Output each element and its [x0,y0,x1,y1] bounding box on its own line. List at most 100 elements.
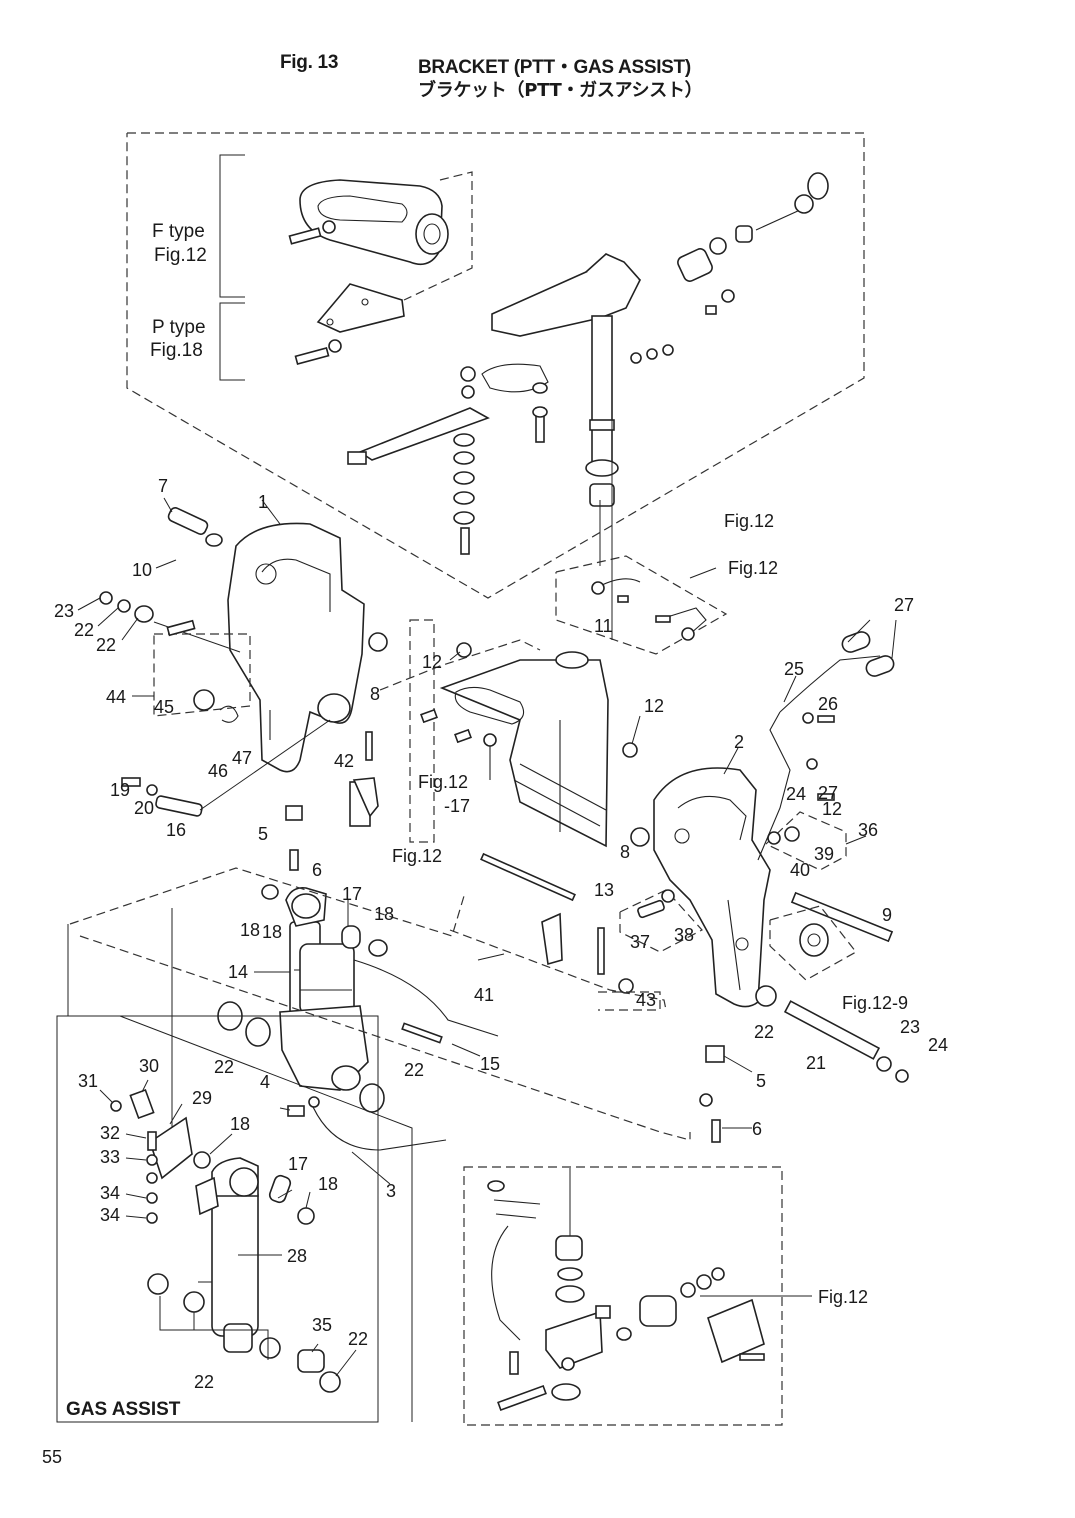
part-label: 35 [312,1315,332,1335]
part-label: 18 [262,922,282,942]
part-label: 12 [822,799,842,819]
part-label: 39 [814,844,834,864]
part-label: 17 [288,1154,308,1174]
stopper-5-right [705,1045,725,1063]
part-label: 22 [404,1060,424,1080]
grease-nipple-7 [167,507,223,547]
part-label: 4 [260,1072,270,1092]
part-label: 30 [139,1056,159,1076]
part-label: 46 [208,761,228,781]
part-label: 15 [480,1054,500,1074]
lower-shaft-21 [755,985,909,1083]
gas-assist-label: GAS ASSIST [66,1399,181,1420]
ref-fig12-mid: Fig.12 [392,846,442,866]
ground-cable-17 [483,733,497,780]
part-label: 22 [214,1057,234,1077]
part-label: 25 [784,659,804,679]
part-label: 47 [232,748,252,768]
part-label: 36 [858,820,878,840]
part-label: 5 [258,824,268,844]
part-label: 18 [240,920,260,940]
clamp-bracket-left [227,522,365,773]
part-label: 26 [818,694,838,714]
part-label: 22 [74,620,94,640]
leader-lines [77,332,897,1377]
part-label: 17 [342,884,362,904]
part-number-labels: 1 2 3 4 5 5 6 6 7 8 8 9 10 11 12 12 12 1… [54,476,948,1392]
part-label: 8 [370,684,380,704]
washer-stack-left [99,591,241,653]
part-label: 22 [96,635,116,655]
gas-cylinder-29 [195,1157,259,1353]
part-label: 24 [786,784,806,804]
part-label: 43 [636,990,656,1010]
part-label: 18 [230,1114,250,1134]
part-label: 6 [312,860,322,880]
hose-15 [353,959,499,1044]
part-label: 21 [806,1053,826,1073]
part-label: 41 [474,985,494,1005]
tilt-stop-cable-26 [757,655,881,861]
part-label: 7 [158,476,168,496]
part-label: 9 [882,905,892,925]
part-label: 44 [106,687,126,707]
part-label: 18 [318,1174,338,1194]
clamp-bracket-right [653,767,771,1008]
part-label: 10 [132,560,152,580]
part-label: 22 [348,1329,368,1349]
part-label: 13 [594,880,614,900]
part-label: 33 [100,1147,120,1167]
gas-assist-boundary [56,1015,379,1423]
part-label: 3 [386,1181,396,1201]
p-type-ref-label: Fig.18 [150,340,203,361]
part-label: 22 [754,1022,774,1042]
swivel-stack [453,382,619,555]
ref-fig12-cable: Fig.12 [728,558,778,578]
ref-fig12-bottom: Fig.12 [818,1287,868,1307]
part-label: 29 [192,1088,212,1108]
part-label: 14 [228,962,248,982]
figure-title-jp: ブラケット（PTT・ガスアシスト） [418,80,703,101]
part-label: 22 [194,1372,214,1392]
ref-fig12-top: Fig.12 [724,511,774,531]
bolt-6-right [699,1093,721,1143]
ref-fig12-9: Fig.12-9 [842,993,908,1013]
part-label: 8 [620,842,630,862]
tilt-bearing-group [487,1180,765,1411]
part-label: 27 [894,595,914,615]
swivel-bracket [439,651,609,848]
figure-number: Fig. 13 [280,52,339,73]
bracket-30 [149,1116,193,1180]
ptt-cylinder-14 [279,886,369,1091]
part-label: 24 [928,1035,948,1055]
part-label: 6 [752,1119,762,1139]
part-label: 5 [756,1071,766,1091]
part-label: 27 [818,783,838,803]
part-label: 19 [110,780,130,800]
part-label: 23 [54,601,74,621]
part-label: 16 [166,820,186,840]
figure-title-en: BRACKET (PTT・GAS ASSIST) [418,57,691,78]
part-label: 12 [422,652,442,672]
part-label: 18 [374,904,394,924]
part-label: 31 [78,1071,98,1091]
part-label: 2 [734,732,744,752]
steering-arm [491,253,642,471]
f-type-label: F type [152,221,205,242]
part-label: 38 [674,925,694,945]
part-label: 34 [100,1183,120,1203]
tilt-tube-bushings [630,172,829,364]
part-label: 45 [154,697,174,717]
part-label: 37 [630,932,650,952]
fig12-lower-group [463,1166,783,1426]
steering-link-rod [347,363,549,465]
part-label: 42 [334,751,354,771]
part-label: 32 [100,1123,120,1143]
ref-fig12-17a: Fig.12 [418,772,468,792]
tilt-rod-9 [790,891,894,943]
part-label: 12 [644,696,664,716]
p-type-plate [316,283,405,333]
f-type-ref-label: Fig.12 [154,245,207,266]
steering-group-boundary [126,132,865,599]
